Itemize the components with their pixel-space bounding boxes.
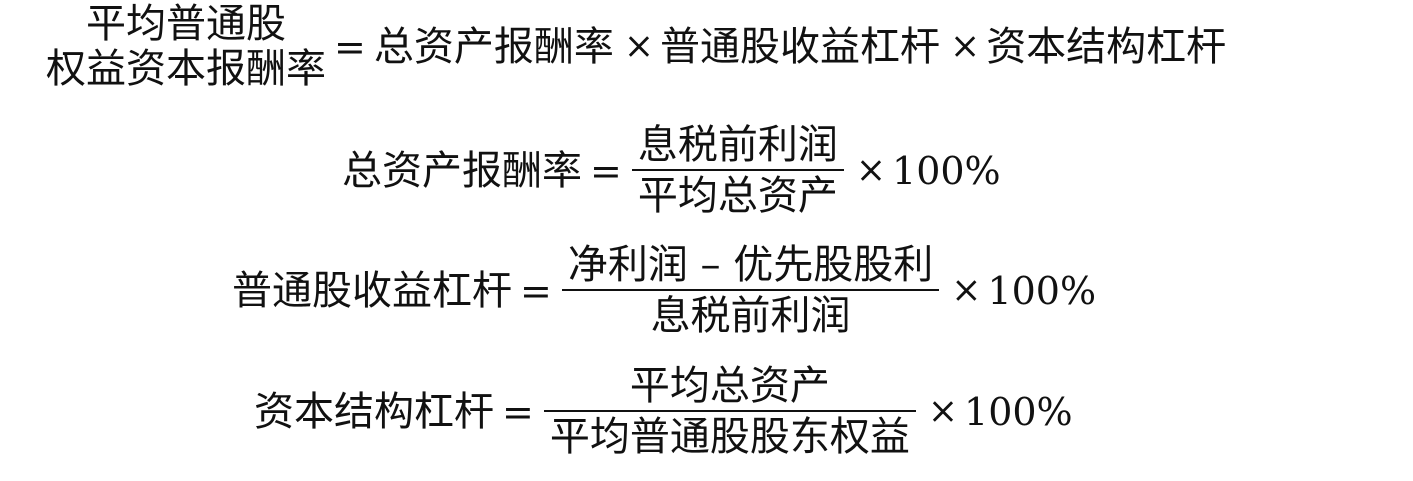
equation-3: 普通股收益杠杆 = 净利润 – 优先股股利 息税前利润 × 100% [232,243,1096,338]
eq2-denominator: 平均总资产 [637,173,838,219]
eq3-fraction-bar [561,289,940,291]
eq1-times-2: × [950,25,981,67]
eq4-lhs: 资本结构杠杆 [254,388,494,435]
eq2-equals: = [590,148,622,193]
eq2-fraction: 息税前利润 平均总资产 [631,122,844,219]
equation-4: 资本结构杠杆 = 平均总资产 平均普通股股东权益 × 100% [254,364,1073,459]
eq3-equals: = [520,268,552,313]
eq2-fraction-bar [631,169,844,171]
eq1-lhs-line1: 平均普通股 [86,1,286,47]
eq4-numerator: 平均总资产 [629,363,830,409]
eq4-times: × [927,390,959,432]
eq3-numerator: 净利润 – 优先股股利 [567,242,934,288]
eq1-times-1: × [623,25,655,67]
eq4-equals: = [502,389,534,434]
eq1-lhs-line2: 权益资本报酬率 [46,45,326,92]
eq4-fraction-bar [543,410,916,412]
eq3-percent: 100% [987,268,1097,313]
eq3-lhs: 普通股收益杠杆 [232,267,512,314]
eq1-term-common-stock-leverage: 普通股收益杠杆 [660,23,941,70]
eq2-lhs: 总资产报酬率 [342,147,582,194]
eq1-term-capital-structure-leverage: 资本结构杠杆 [986,23,1227,70]
eq4-denominator: 平均普通股股东权益 [549,414,910,460]
eq3-times: × [951,269,982,311]
eq1-equals: = [334,24,366,69]
eq1-term-total-asset-return: 总资产报酬率 [373,23,614,70]
eq3-denominator: 息税前利润 [650,293,851,339]
eq4-fraction: 平均总资产 平均普通股股东权益 [543,363,916,460]
eq4-percent: 100% [964,389,1073,434]
equation-1: 平均普通股 权益资本报酬率 = 总资产报酬率 × 普通股收益杠杆 × 资本结构杠… [46,2,1226,92]
eq2-numerator: 息税前利润 [637,122,838,168]
eq2-times: × [855,149,887,191]
eq2-percent: 100% [892,148,1001,193]
eq3-fraction: 净利润 – 优先股股利 息税前利润 [561,242,940,339]
equation-2: 总资产报酬率 = 息税前利润 平均总资产 × 100% [342,123,1001,218]
eq1-lhs: 平均普通股 权益资本报酬率 [46,2,326,92]
